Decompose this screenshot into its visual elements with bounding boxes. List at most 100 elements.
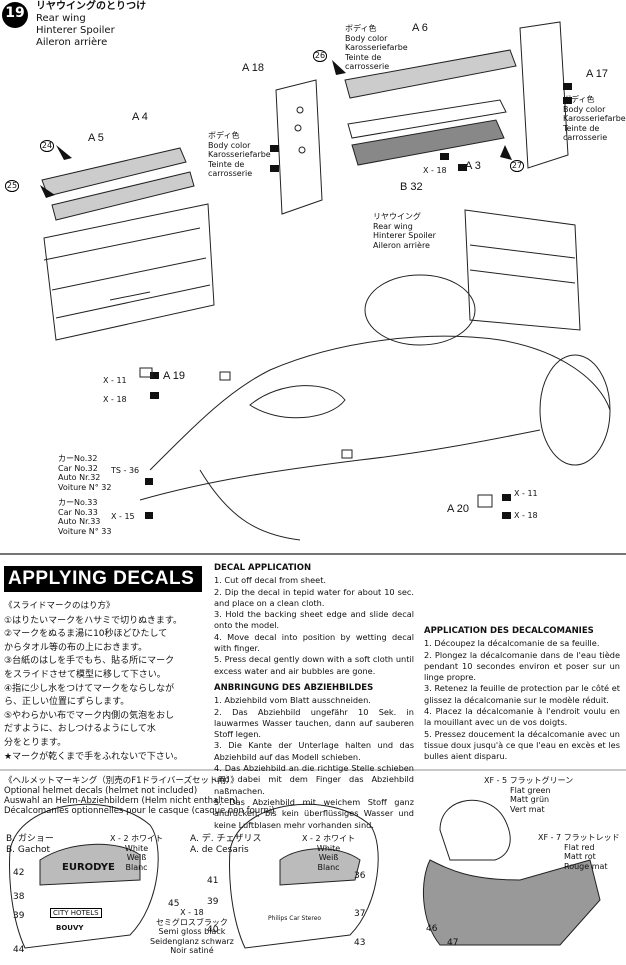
note-line: Karosseriefarbe bbox=[345, 43, 408, 52]
step-title-de: Hinterer Spoiler bbox=[36, 25, 115, 36]
note-line: Blanc bbox=[317, 862, 340, 872]
driver-body bbox=[422, 859, 601, 946]
note-line: Car No.33 bbox=[58, 507, 98, 517]
note-line: Flat red bbox=[564, 842, 595, 852]
part-a4: A 4 bbox=[132, 111, 148, 123]
callout-40: 40 bbox=[207, 925, 219, 935]
wing-plane-a5 bbox=[51, 171, 195, 221]
callout-38: 38 bbox=[13, 892, 25, 902]
callout-39: 39 bbox=[13, 911, 25, 921]
note-line: Body color bbox=[345, 33, 388, 43]
note-line: XF - 7 フラットレッド bbox=[538, 833, 620, 842]
note-line: リヤウイング bbox=[373, 212, 421, 221]
decals-fr-steps: 1. Découpez la décalcomanie de sa feuill… bbox=[424, 638, 620, 762]
note-line: ボディ色 bbox=[345, 24, 377, 33]
part-x15: X - 15 bbox=[111, 512, 135, 521]
circle-25: 25 bbox=[5, 180, 19, 192]
part-a3: A 3 bbox=[465, 160, 481, 172]
helmet-title-ja: 《ヘルメットマーキング（別売のF1ドライバーズセット用）》 bbox=[4, 776, 239, 786]
note-line: Teinte de bbox=[208, 159, 245, 169]
callout-44: 44 bbox=[13, 945, 25, 955]
rear-wing-label: リヤウイング Rear wing Hinterer Spoiler Ailero… bbox=[373, 212, 436, 250]
part-a18: A 18 bbox=[242, 62, 265, 74]
note-line: Noir satiné bbox=[170, 946, 214, 955]
car-number-32: カーNo.32 Car No.32 Auto Nr.32 Voiture N° … bbox=[58, 454, 111, 492]
driver-gachot: B. ガショー B. Gachot bbox=[6, 834, 54, 856]
note-line: Aileron arrière bbox=[373, 240, 430, 250]
driver-helmet bbox=[439, 799, 511, 861]
note-line: Karosseriefarbe bbox=[208, 150, 271, 159]
color-flat-green: XF - 5 フラットグリーン Flat green Matt grün Ver… bbox=[484, 776, 573, 814]
helmet-cesaris-outline bbox=[229, 803, 379, 949]
driver-cesaris: A. デ. チェザリス A. de Cesaris bbox=[190, 834, 261, 856]
note-line: Car No.32 bbox=[58, 463, 98, 473]
callout-41: 41 bbox=[207, 876, 219, 886]
endplate-a18 bbox=[275, 79, 323, 215]
color-white-1: X - 2 ホワイト White Weiß Blanc bbox=[110, 834, 163, 872]
note-line: Vert mat bbox=[510, 804, 545, 814]
callout-37: 37 bbox=[354, 909, 366, 919]
part-a5: A 5 bbox=[88, 132, 104, 144]
left-wing-endplate bbox=[43, 203, 215, 341]
step-title-en: Rear wing bbox=[36, 13, 86, 24]
body-color-note-top: ボディ色 Body color Karosseriefarbe Teinte d… bbox=[345, 24, 408, 72]
decals-ja: 《スライドマークのはり方》 ①はりたいマークをハサミで切りぬきます。 ②マークを… bbox=[4, 600, 208, 764]
note-line: Body color bbox=[563, 104, 606, 114]
note-line: Weiß bbox=[126, 853, 147, 862]
callout-43: 43 bbox=[354, 938, 366, 948]
note-line: Matt rot bbox=[564, 852, 596, 861]
color-semigloss: X - 18 セミグロスブラック Semi gloss black Seiden… bbox=[150, 908, 234, 956]
note-line: Semi gloss black bbox=[158, 927, 226, 936]
note-line: Rear wing bbox=[373, 221, 413, 231]
decals-ja-title: 《スライドマークのはり方》 bbox=[4, 601, 115, 611]
part-x11-left: X - 11 bbox=[103, 376, 127, 385]
note-line: Teinte de bbox=[345, 52, 382, 62]
note-line: Voiture N° 32 bbox=[58, 482, 112, 492]
color-white-2: X - 2 ホワイト White Weiß Blanc bbox=[302, 834, 355, 872]
body-color-note-left: ボディ色 Body color Karosseriefarbe Teinte d… bbox=[208, 131, 271, 179]
helmet-gachot-outline bbox=[9, 803, 159, 949]
decals-de-title: ANBRINGUNG DES ABZIEHBILDES bbox=[214, 682, 374, 693]
note-line: Blanc bbox=[125, 862, 148, 872]
note-line: Seidenglanz schwarz bbox=[150, 936, 234, 946]
mirror-a20 bbox=[477, 494, 493, 508]
helmet-title-fr: Décalcomanies optionnelles pour le casqu… bbox=[4, 806, 275, 816]
note-line: carrosserie bbox=[208, 169, 253, 178]
helmet-eurodye: EURODYE bbox=[62, 862, 115, 873]
circle-26: 26 bbox=[313, 50, 327, 62]
part-a19: A 19 bbox=[163, 370, 186, 382]
part-a17: A 17 bbox=[586, 68, 609, 80]
part-x18-right: X - 18 bbox=[514, 511, 538, 520]
decals-de-steps: 1. Abziehbild vom Blatt ausschneiden. 2.… bbox=[214, 695, 414, 830]
decals-heading: APPLYING DECALS bbox=[8, 568, 195, 589]
note-line: X - 18 bbox=[180, 908, 204, 917]
body-color-note-right: ボディ色 Body color Karosseriefarbe Teinte d… bbox=[563, 95, 626, 143]
note-line: ボディ色 bbox=[208, 131, 240, 140]
callout-46: 46 bbox=[426, 924, 438, 934]
note-line: Voiture N° 33 bbox=[58, 526, 112, 536]
part-x11-right: X - 11 bbox=[514, 489, 538, 498]
step-number: 19 bbox=[5, 5, 25, 21]
note-line: XF - 5 フラットグリーン bbox=[484, 776, 574, 785]
decals-en-steps: 1. Cut off decal from sheet. 2. Dip the … bbox=[214, 575, 414, 676]
callout-42: 42 bbox=[13, 868, 25, 878]
note-line: White bbox=[124, 843, 149, 853]
callout-45: 45 bbox=[168, 899, 180, 909]
note-line: A. デ. チェザリス bbox=[190, 834, 262, 844]
decals-en-title: DECAL APPLICATION bbox=[214, 563, 312, 573]
helmet-title-en: Optional helmet decals (helmet not inclu… bbox=[4, 786, 198, 796]
note-line: Karosseriefarbe bbox=[563, 114, 626, 123]
rear-wing-on-car bbox=[464, 209, 581, 331]
note-line: X - 2 ホワイト bbox=[302, 834, 356, 843]
part-a20: A 20 bbox=[447, 503, 470, 515]
note-line: Body color bbox=[208, 140, 251, 150]
mirror-a19 bbox=[139, 367, 153, 378]
note-line: Teinte de bbox=[563, 123, 600, 133]
wing-plane-a6 bbox=[344, 49, 517, 99]
note-line: カーNo.32 bbox=[58, 454, 98, 463]
color-flat-red: XF - 7 フラットレッド Flat red Matt rot Rouge m… bbox=[538, 833, 620, 871]
note-line: A. de Cesaris bbox=[190, 845, 249, 855]
callout-36: 36 bbox=[354, 871, 366, 881]
decals-ja-steps: ①はりたいマークをハサミで切りぬきます。 ②マークをぬるま湯に10秒ほどひたして… bbox=[4, 615, 183, 762]
